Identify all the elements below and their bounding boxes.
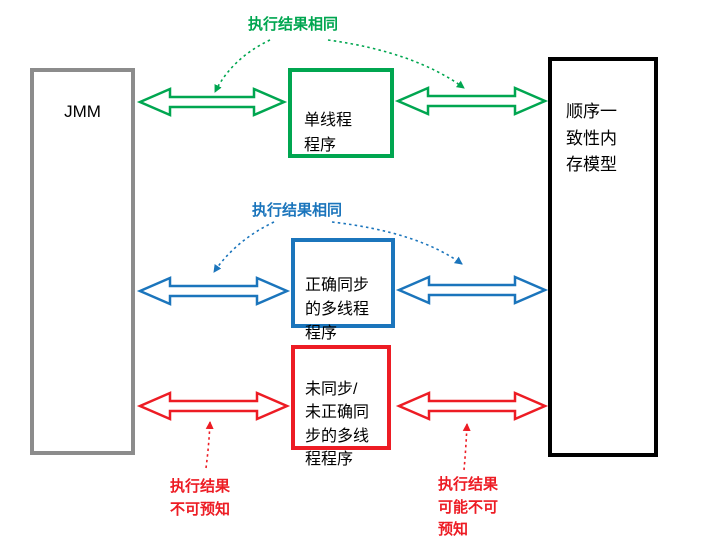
red-dotted-connector-left [205,421,214,469]
jmm-box: JMM [30,68,135,455]
unsynced-multithread-program-box: 未同步/ 未正确同 步的多线 程程序 [291,345,391,468]
jmm-label: JMM [64,102,101,121]
unsynced-multithread-program-label: 未同步/ 未正确同 步的多线 程程序 [305,381,370,468]
sequential-consistency-model-label: 顺序一 致性内 存模型 [566,102,617,175]
green-dotted-connector-right [327,39,465,89]
same-result-annotation-middle: 执行结果相同 [252,202,343,219]
red-double-arrow-left [136,391,291,421]
same-result-annotation-top: 执行结果相同 [248,16,339,33]
blue-dotted-connector-right [331,221,463,265]
red-dotted-connector-right [462,423,471,471]
green-double-arrow-left [136,87,288,117]
blue-dotted-connector-left [213,221,275,273]
unpredictable-annotation-left: 执行结果 不可预知 [170,478,231,518]
green-double-arrow-right [394,86,549,116]
blue-double-arrow-right [395,275,549,305]
synced-multithread-program-box: 正确同步 的多线程 程序 [291,238,395,342]
single-thread-program-label: 单线程 程序 [304,111,353,154]
synced-multithread-program-label: 正确同步 的多线程 程序 [305,277,370,342]
single-thread-program-box: 单线程 程序 [288,68,394,158]
green-dotted-connector-left [214,39,271,93]
red-double-arrow-right [395,391,549,421]
sequential-consistency-model-box: 顺序一 致性内 存模型 [548,57,658,457]
unpredictable-annotation-right: 执行结果 可能不可 预知 [438,476,499,538]
blue-double-arrow-left [136,276,291,306]
